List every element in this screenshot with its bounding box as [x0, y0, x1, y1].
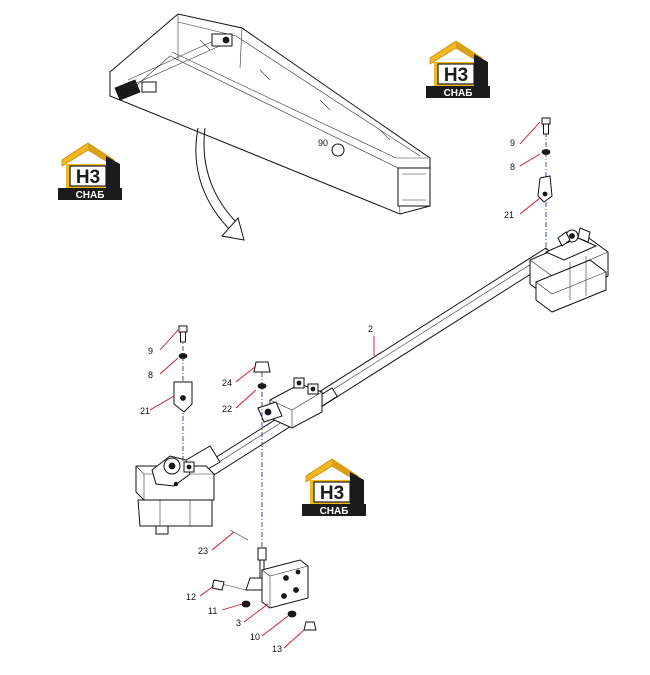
callout-9-right: 9 [510, 138, 515, 148]
callout-9-left: 9 [148, 346, 153, 356]
callout-23: 23 [198, 546, 208, 556]
right-fastener-stack [537, 117, 553, 250]
logo-watermark-center: H3 СНАБ [301, 458, 367, 517]
right-spring-seat [529, 227, 609, 313]
logo-watermark-top: H3 СНАБ [425, 40, 491, 99]
logo-word: СНАБ [444, 88, 473, 99]
callout-2: 2 [368, 324, 373, 334]
cross-tube [175, 247, 557, 483]
callout-21-right: 21 [504, 210, 514, 220]
middle-bracket [257, 377, 323, 429]
callout-22: 22 [222, 404, 232, 414]
lower-stud-bracket [211, 529, 317, 631]
callout-13: 13 [272, 644, 282, 654]
left-fastener-stack [173, 325, 193, 462]
vehicle-frame: 90 [109, 13, 431, 215]
logo-letters: H3 [320, 483, 344, 504]
callout-3: 3 [236, 618, 241, 628]
left-spring-seat [135, 455, 215, 535]
logo-word: СНАБ [76, 190, 105, 201]
callout-leaders [149, 121, 541, 649]
curved-arrow-icon [195, 127, 245, 241]
callout-12: 12 [186, 592, 196, 602]
frame-marking: 90 [318, 138, 328, 148]
callout-11: 11 [208, 606, 217, 616]
logo-watermark-left: H3 СНАБ [57, 142, 123, 201]
callout-24: 24 [222, 378, 232, 388]
middle-fastener-stack [253, 361, 271, 548]
callout-labels: 9 8 21 2 9 8 21 24 22 23 12 11 3 10 13 [140, 138, 515, 654]
logo-word: СНАБ [320, 506, 349, 517]
logo-letters: H3 [444, 65, 468, 86]
callout-10: 10 [250, 632, 260, 642]
logo-letters: H3 [76, 167, 100, 188]
callout-8-right: 8 [510, 162, 515, 172]
callout-21-left: 21 [140, 406, 150, 416]
callout-8-left: 8 [148, 370, 153, 380]
